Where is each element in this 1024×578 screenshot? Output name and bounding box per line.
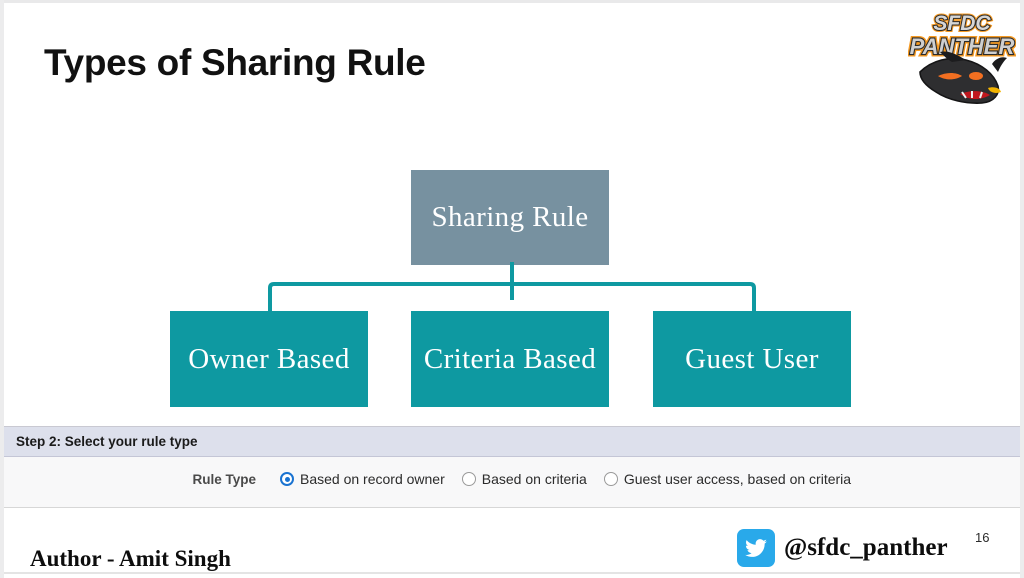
slide-top-edge — [0, 0, 1024, 3]
panther-head-icon — [919, 51, 1007, 104]
diagram-node-criteria-based: Criteria Based — [411, 311, 609, 407]
radio-option-based-on-criteria[interactable]: Based on criteria — [461, 471, 587, 487]
diagram-connectors — [260, 262, 764, 314]
step-header: Step 2: Select your rule type — [4, 427, 1020, 457]
diagram-node-guest-user: Guest User — [653, 311, 851, 407]
footer-author: Author - Amit Singh — [30, 546, 231, 571]
footer-twitter-handle: @sfdc_panther — [784, 534, 948, 561]
logo-text-panther: PANTHER PANTHER — [907, 32, 1017, 62]
rule-type-row: Rule Type Based on record owner Based on… — [4, 471, 1020, 487]
step-header-title: Step 2: Select your rule type — [16, 434, 198, 449]
slide-right-edge — [1020, 0, 1024, 578]
diagram-node-criteria-based-label: Criteria Based — [423, 342, 597, 375]
radio-button-based-on-criteria[interactable] — [461, 472, 476, 486]
diagram-node-owner-based: Owner Based — [170, 311, 368, 407]
diagram-node-guest-user-label: Guest User — [685, 342, 819, 375]
diagram-node-root-label: Sharing Rule — [431, 201, 589, 233]
radio-label-based-on-record-owner: Based on record owner — [300, 471, 445, 487]
twitter-icon[interactable] — [737, 529, 775, 567]
svg-text:SFDC: SFDC — [933, 12, 991, 35]
radio-option-based-on-record-owner[interactable]: Based on record owner — [280, 471, 445, 487]
radio-button-based-on-record-owner[interactable] — [280, 472, 294, 486]
radio-option-guest-user-access[interactable]: Guest user access, based on criteria — [603, 471, 852, 487]
logo-text-sfdc: SFDC SFDC — [931, 10, 993, 37]
step-body: Rule Type Based on record owner Based on… — [4, 457, 1020, 508]
svg-text:SFDC: SFDC — [933, 12, 991, 35]
sfdc-panther-logo: SFDC SFDC PANTHER PANTHER — [907, 2, 1017, 108]
diagram-node-root: Sharing Rule — [411, 170, 609, 265]
footer-twitter-block[interactable]: @sfdc_panther — [737, 529, 948, 567]
rule-type-label: Rule Type — [192, 471, 256, 487]
rule-type-radio-group[interactable]: Based on record owner Based on criteria … — [280, 471, 868, 487]
radio-label-based-on-criteria: Based on criteria — [481, 471, 587, 487]
slide-left-edge — [0, 0, 4, 578]
svg-text:PANTHER: PANTHER — [910, 34, 1015, 59]
page-number: 16 — [975, 530, 990, 545]
footer-divider — [4, 572, 1020, 574]
radio-label-guest-user-access: Guest user access, based on criteria — [623, 471, 852, 487]
salesforce-rule-type-panel: Step 2: Select your rule type Rule Type … — [4, 426, 1020, 508]
diagram-node-owner-based-label: Owner Based — [188, 342, 350, 375]
page-title: Types of Sharing Rule — [44, 42, 426, 83]
radio-button-guest-user-access[interactable] — [603, 472, 618, 486]
svg-text:PANTHER: PANTHER — [910, 34, 1015, 59]
